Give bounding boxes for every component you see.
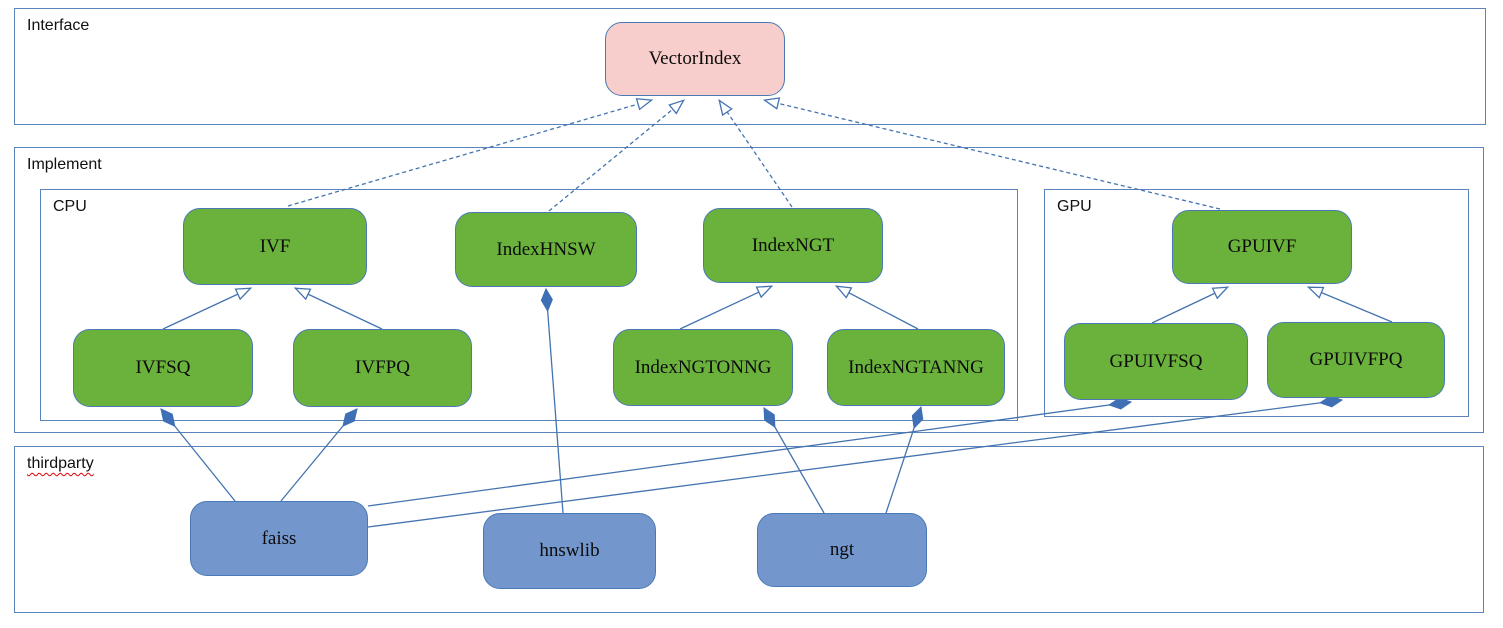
node-ngt[interactable]: ngt — [757, 513, 927, 587]
container-implement-label: Implement — [27, 156, 102, 173]
node-gpuivf[interactable]: GPUIVF — [1172, 210, 1352, 284]
node-gpuivfsq-label: GPUIVFSQ — [1109, 350, 1203, 372]
container-cpu-label: CPU — [53, 198, 87, 215]
node-ivf[interactable]: IVF — [183, 208, 367, 285]
node-indexngt-label: IndexNGT — [751, 234, 835, 256]
node-faiss-label: faiss — [261, 527, 297, 549]
node-ngt-label: ngt — [829, 539, 855, 560]
node-faiss[interactable]: faiss — [190, 501, 368, 576]
node-gpuivfpq-label: GPUIVFPQ — [1309, 349, 1403, 370]
node-indexngt[interactable]: IndexNGT — [703, 208, 883, 283]
container-gpu-label: GPU — [1057, 198, 1092, 215]
node-indexhnsw-label: IndexHNSW — [496, 238, 596, 260]
node-ivfsq-label: IVFSQ — [135, 357, 191, 378]
node-vectorindex-label: VectorIndex — [648, 48, 742, 69]
container-interface-label: Interface — [27, 17, 90, 34]
node-ivfpq-label: IVFPQ — [355, 357, 410, 378]
node-gpuivf-label: GPUIVF — [1227, 236, 1297, 257]
container-thirdparty-label: thirdparty — [27, 455, 94, 472]
node-indexngtonng-label: IndexNGTONNG — [634, 356, 772, 378]
node-indexngtanng[interactable]: IndexNGTANNG — [827, 329, 1005, 406]
node-indexhnsw[interactable]: IndexHNSW — [455, 212, 637, 287]
node-gpuivfsq[interactable]: GPUIVFSQ — [1064, 323, 1248, 400]
node-gpuivfpq[interactable]: GPUIVFPQ — [1267, 322, 1445, 398]
node-hnswlib-label: hnswlib — [539, 540, 600, 561]
node-vectorindex[interactable]: VectorIndex — [605, 22, 785, 96]
node-hnswlib[interactable]: hnswlib — [483, 513, 656, 589]
node-indexngtonng[interactable]: IndexNGTONNG — [613, 329, 793, 406]
node-ivfsq[interactable]: IVFSQ — [73, 329, 253, 407]
node-ivfpq[interactable]: IVFPQ — [293, 329, 472, 407]
node-indexngtanng-label: IndexNGTANNG — [848, 356, 984, 378]
node-ivf-label: IVF — [259, 235, 291, 257]
